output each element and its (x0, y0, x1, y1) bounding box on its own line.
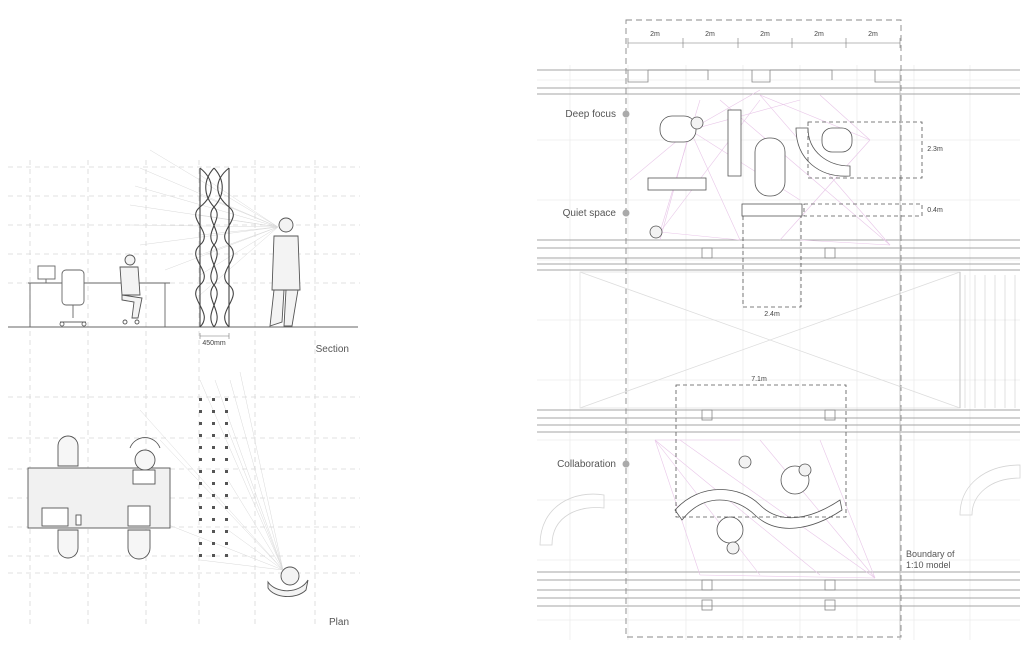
stair (964, 275, 1016, 408)
dimension-collab: 7.1m (675, 376, 847, 518)
ghost-arches (539, 464, 1021, 546)
zone-dot-collaboration (622, 460, 630, 468)
right-grid (537, 65, 1020, 640)
dimension-collab-label: 7.1m (751, 376, 767, 383)
grid-dim-2: 2m (705, 31, 715, 38)
plan-label: Plan (329, 617, 349, 628)
left-panel: 450mm (8, 149, 360, 628)
dimension-quiet-width-label: 2.4m (764, 311, 780, 318)
zone-label-quiet-space: Quiet space (563, 208, 617, 219)
dimension-quiet-thickness: 0.4m (803, 203, 943, 217)
boundary-note-line1: Boundary of (906, 549, 955, 559)
section-desk (28, 265, 170, 327)
zone-labels: Deep focus Quiet space Collaboration (557, 109, 630, 470)
collaboration-furniture (674, 455, 843, 555)
person-plan (267, 566, 309, 597)
grid-dim-5: 2m (868, 31, 878, 38)
zone-label-collaboration: Collaboration (557, 459, 616, 470)
zone-dot-deep-focus (622, 110, 630, 118)
grid-dim-4: 2m (814, 31, 824, 38)
zone-label-deep-focus: Deep focus (565, 109, 616, 120)
section-drawing: 450mm (8, 149, 358, 355)
desk-plan (27, 435, 171, 560)
grid-dim-3: 2m (760, 31, 770, 38)
grid-dim-1: 2m (650, 31, 660, 38)
section-label: Section (316, 344, 349, 355)
plan-drawing: Plan (27, 371, 349, 628)
deep-focus-furniture (647, 109, 853, 239)
model-boundary (625, 19, 902, 638)
dimension-quiet-width: 2.4m (742, 216, 802, 318)
right-panel: 2m 2m 2m 2m 2m (537, 19, 1021, 640)
woven-screen-section (195, 167, 234, 328)
zone-dot-quiet-space (622, 209, 630, 217)
seated-person (119, 254, 143, 325)
screen-plan (199, 398, 228, 557)
dimension-quiet-thickness-label: 0.4m (927, 207, 943, 214)
structure-bands (537, 69, 1020, 640)
standing-person (269, 217, 301, 327)
grid-dimension-chain: 2m 2m 2m 2m 2m (627, 31, 901, 48)
dimension-mullion: 450mm (199, 333, 230, 347)
boundary-note-line2: 1:10 model (906, 560, 951, 570)
dimension-deep-focus: 2.3m (807, 121, 943, 179)
dimension-mullion-label: 450mm (202, 340, 226, 347)
dimension-deep-focus-label: 2.3m (927, 146, 943, 153)
